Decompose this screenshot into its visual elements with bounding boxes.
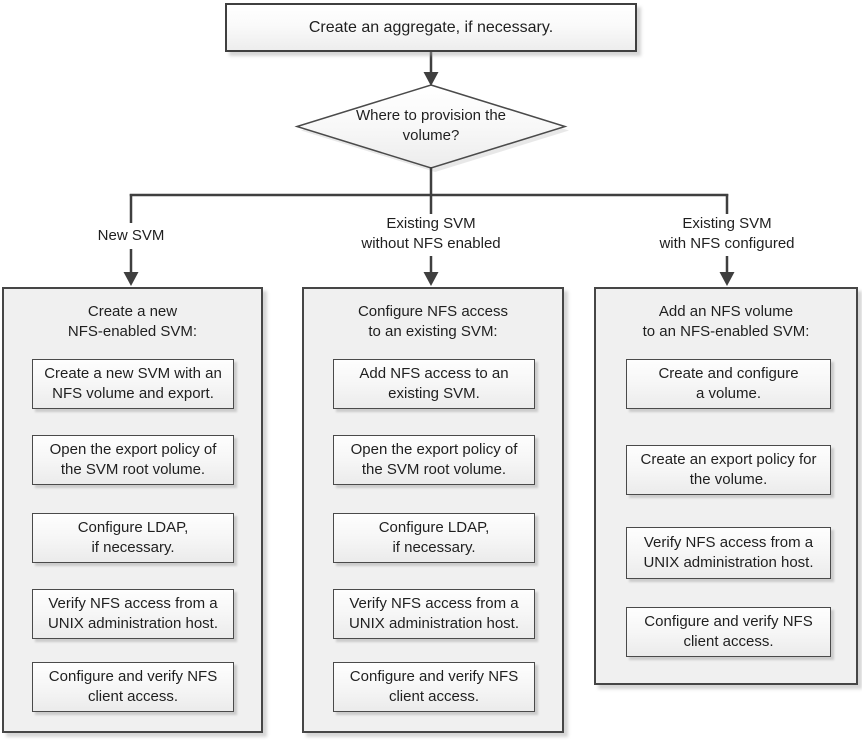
decision-label: Where to provision the volume? (355, 107, 507, 144)
step-box: Verify NFS access from a UNIX administra… (32, 589, 234, 639)
step-box: Configure and verify NFS client access. (626, 607, 831, 657)
branch-label-existing-svm-no-nfs: Existing SVM without NFS enabled (346, 214, 516, 254)
step-box: Verify NFS access from a UNIX administra… (626, 527, 831, 579)
step-box: Open the export policy of the SVM root v… (32, 435, 234, 485)
column-new-svm: Create a new NFS-enabled SVM: Create a n… (2, 287, 263, 733)
step-box: Verify NFS access from a UNIX administra… (333, 589, 535, 639)
step-box: Add NFS access to an existing SVM. (333, 359, 535, 409)
column-title: Create a new NFS-enabled SVM: (67, 303, 198, 340)
column-title: Configure NFS access to an existing SVM: (357, 303, 509, 340)
step-box: Create an export policy for the volume. (626, 445, 831, 495)
branch-label-new-svm: New SVM (71, 225, 191, 247)
step-box: Open the export policy of the SVM root v… (333, 435, 535, 485)
start-node: Create an aggregate, if necessary. (225, 3, 637, 52)
column-existing-svm-without-nfs: Configure NFS access to an existing SVM:… (302, 287, 564, 733)
step-box: Configure LDAP, if necessary. (333, 513, 535, 563)
step-box: Configure LDAP, if necessary. (32, 513, 234, 563)
step-box: Create and configure a volume. (626, 359, 831, 409)
column-title: Add an NFS volume to an NFS-enabled SVM: (642, 303, 810, 340)
step-box: Configure and verify NFS client access. (333, 662, 535, 712)
column-existing-svm-with-nfs: Add an NFS volume to an NFS-enabled SVM:… (594, 287, 858, 685)
step-box: Create a new SVM with an NFS volume and … (32, 359, 234, 409)
step-box: Configure and verify NFS client access. (32, 662, 234, 712)
branch-label-existing-svm-nfs: Existing SVM with NFS configured (642, 214, 812, 254)
